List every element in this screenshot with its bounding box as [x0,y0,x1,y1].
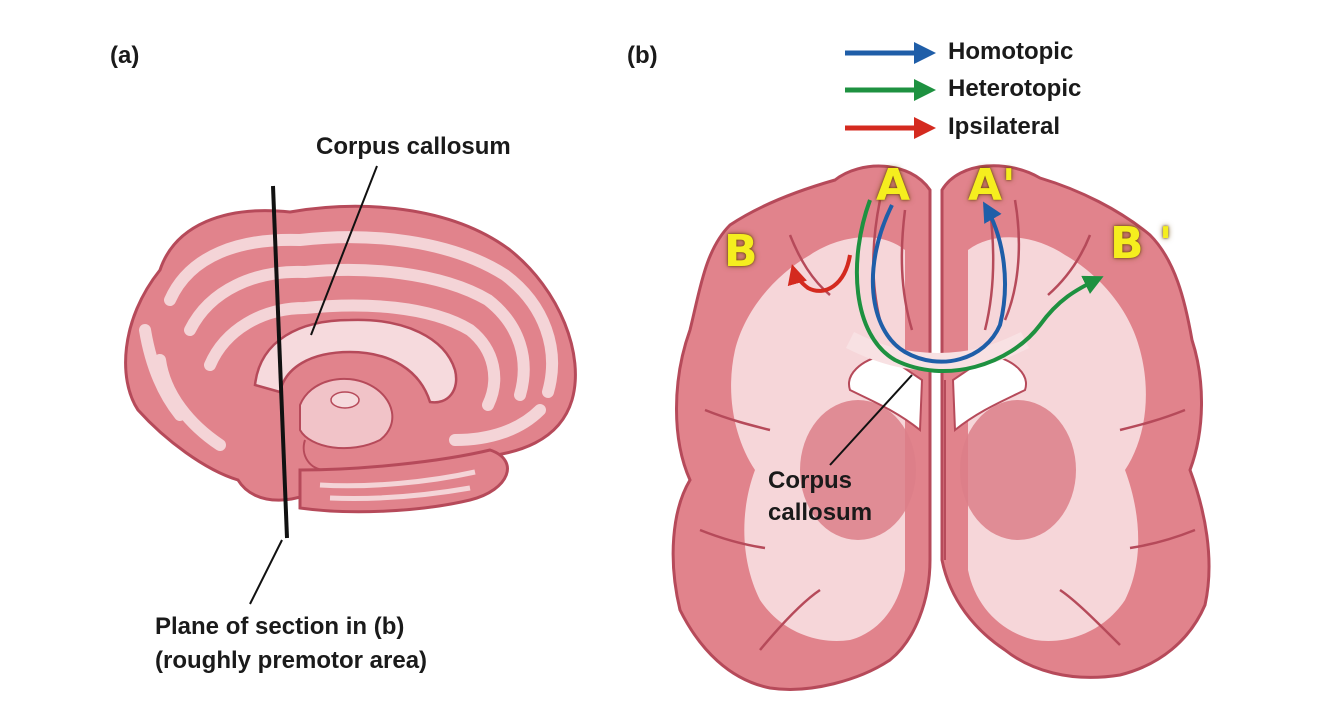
thalamus [299,377,394,450]
legend-arrows [845,42,936,139]
midline-septum [929,380,946,560]
corpus-callosum-label-b-line1: Corpus [768,467,852,494]
panel-b-label: (b) [627,42,658,69]
plane-label-leader [249,539,283,605]
brainstem-outline [302,439,326,471]
basal-ganglia-left [800,400,916,540]
coronal-section-illustration [671,164,1211,691]
plane-of-section-label-line2: (roughly premotor area) [155,647,428,674]
cerebral-hemisphere [124,204,577,502]
legend-label-homotopic: Homotopic [948,38,1074,65]
corpus-callosum-label-a: Corpus callosum [316,133,511,160]
corpus-callosum-label-b-line2: callosum [768,499,873,526]
cerebellar-folia [319,469,476,501]
region-label-b-prime: B ' [1110,218,1173,269]
deep-nucleus [330,391,360,409]
legend-label-ipsilateral: Ipsilateral [948,113,1061,140]
lateral-ventricle-right [951,353,1027,433]
legend-arrowhead-ipsilateral [914,117,936,139]
region-label-a: A [876,160,911,211]
region-label-b: B [724,226,758,277]
legend-label-heterotopic: Heterotopic [948,75,1082,102]
medial-brain-illustration [124,204,577,514]
corpus-callosum-medial [253,318,458,404]
lateral-ventricle-left [848,353,924,433]
homotopic-pathway [870,201,1007,364]
cortical-sulci [699,199,1196,651]
heterotopic-pathway [854,199,1104,373]
ipsilateral-pathway [787,254,852,293]
corpus-callosum-leader-a [310,165,378,336]
legend-arrowhead-heterotopic [914,79,936,101]
region-label-a-prime: A' [968,160,1016,211]
panel-a-label: (a) [110,42,140,69]
plane-of-section-line [271,185,289,539]
legend-arrowhead-homotopic [914,42,936,64]
corpus-callosum-leader-b [829,374,913,466]
plane-of-section-label-line1: Plane of section in (b) [155,613,405,640]
medial-gyri [139,231,558,451]
basal-ganglia-right [960,400,1076,540]
